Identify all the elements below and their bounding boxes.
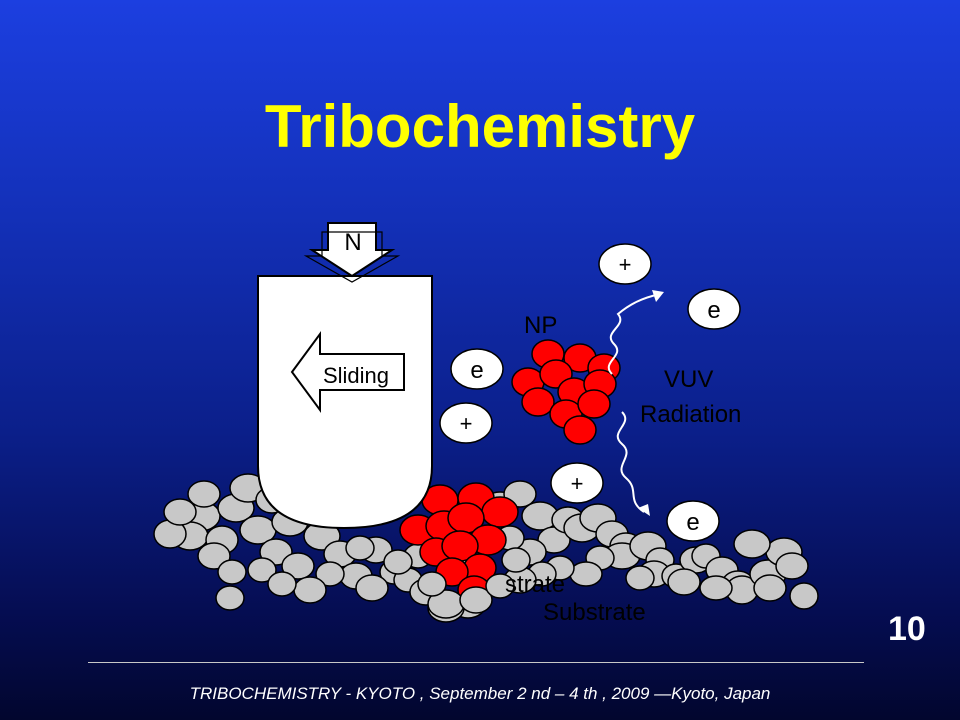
substrate-particle bbox=[383, 549, 413, 575]
substrate-particle bbox=[775, 552, 809, 580]
substrate-particle bbox=[355, 574, 389, 602]
substrate-particle bbox=[267, 571, 297, 597]
footer-text: TRIBOCHEMISTRY - KYOTO , September 2 nd … bbox=[189, 684, 771, 703]
radiation-wave-up bbox=[607, 293, 661, 375]
substrate-particle bbox=[485, 573, 515, 599]
substrate-particle bbox=[667, 568, 701, 596]
positive-charge-icon: + bbox=[598, 243, 652, 285]
np-particle bbox=[577, 389, 611, 419]
load-label: N bbox=[344, 229, 361, 256]
substrate-particle bbox=[625, 565, 655, 591]
substrate-particle bbox=[569, 561, 603, 587]
footer-divider bbox=[88, 662, 864, 663]
np-particle bbox=[563, 415, 597, 445]
svg-text:e: e bbox=[707, 297, 720, 324]
svg-text:+: + bbox=[571, 471, 584, 496]
sliding-label: Sliding bbox=[323, 363, 389, 388]
electron-icon: e bbox=[666, 500, 720, 542]
substrate-particle bbox=[197, 542, 231, 570]
substrate-particle bbox=[417, 571, 447, 597]
substrate-particle bbox=[459, 586, 493, 614]
substrate-particle bbox=[789, 582, 819, 610]
electron-icon: e bbox=[450, 348, 504, 390]
slide-title: Tribochemistry bbox=[264, 93, 696, 160]
np-cluster-floating bbox=[511, 339, 621, 445]
substrate-particle bbox=[501, 547, 531, 573]
substrate-particle bbox=[217, 559, 247, 585]
radiation-arrowhead-up bbox=[652, 290, 664, 302]
radiation-wave-down bbox=[616, 411, 645, 513]
np-particle bbox=[521, 387, 555, 417]
substrate-particle bbox=[281, 552, 315, 580]
sliding-arrow: Sliding bbox=[290, 330, 405, 414]
substrate-label: Substrate bbox=[543, 599, 646, 626]
substrate-particles-front bbox=[345, 535, 531, 619]
np-cluster-in-substrate bbox=[399, 482, 519, 605]
svg-text:+: + bbox=[460, 411, 473, 436]
svg-text:e: e bbox=[686, 509, 699, 536]
np-particle bbox=[481, 496, 519, 528]
substrate-particle bbox=[163, 498, 197, 526]
svg-text:+: + bbox=[619, 252, 632, 277]
positive-charge-icon: + bbox=[439, 402, 493, 444]
radiation-arrowhead-down bbox=[638, 504, 650, 516]
substrate-particle bbox=[293, 576, 327, 604]
positive-charge-icon: + bbox=[550, 462, 604, 504]
slider-block bbox=[257, 275, 433, 530]
substrate-particle bbox=[315, 561, 345, 587]
page-number: 10 bbox=[888, 610, 926, 648]
substrate-particle bbox=[187, 480, 221, 508]
substrate-particle bbox=[733, 529, 771, 559]
radiation-label-line1: VUV bbox=[664, 366, 713, 393]
svg-text:e: e bbox=[470, 357, 483, 384]
substrate-label-partial: strate bbox=[505, 571, 565, 598]
substrate-particle bbox=[247, 557, 277, 583]
electron-icon: e bbox=[687, 288, 741, 330]
radiation-label-line2: Radiation bbox=[640, 401, 741, 428]
load-arrow: N bbox=[303, 222, 401, 283]
substrate-particles bbox=[153, 473, 819, 623]
substrate-particle bbox=[215, 585, 245, 611]
substrate-particle bbox=[699, 575, 733, 601]
substrate-particle bbox=[753, 574, 787, 602]
np-label: NP bbox=[524, 312, 557, 339]
substrate-particle bbox=[345, 535, 375, 561]
